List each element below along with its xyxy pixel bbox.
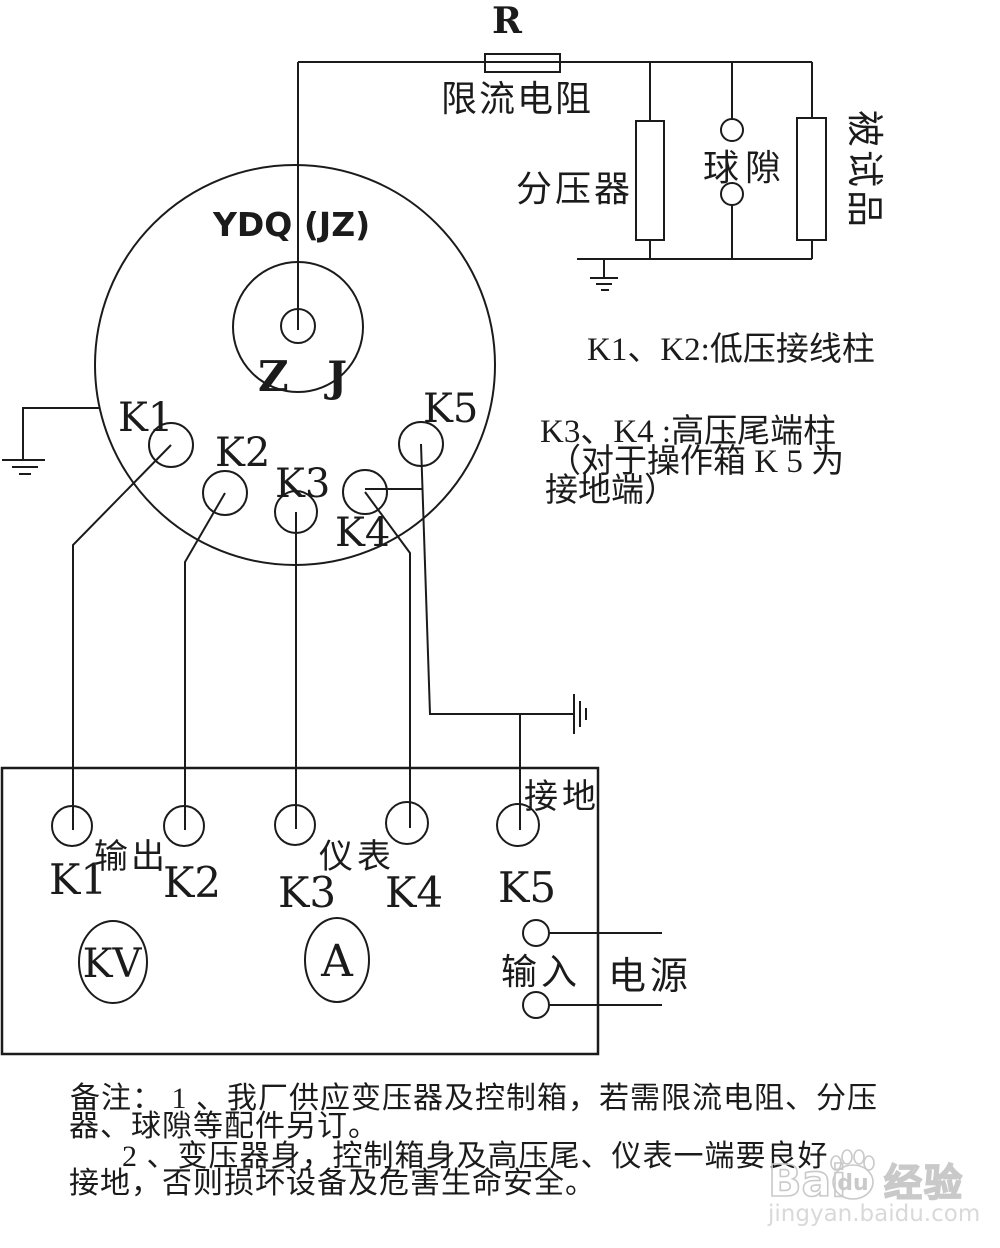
control-box	[0, 766, 600, 1056]
box-terminal-k2	[163, 805, 205, 847]
terminal-k1	[148, 422, 194, 468]
watermark-brand-left: Bai	[768, 1156, 846, 1207]
connection-wires	[2, 407, 587, 830]
notes-block: 备注： 1 、我厂供应变压器及控制箱，若需限流电阻、分压 器、球隙等配件另订。 …	[69, 1082, 878, 1200]
box-terminal-k4	[385, 801, 429, 845]
voltage-divider-label: 分压器	[516, 169, 633, 209]
limit-resistor-label: 限流电阻	[441, 79, 593, 119]
wire-k5-to-ground	[420, 443, 574, 715]
box-terminal-k1-label: K1	[49, 855, 107, 904]
output-label: 输出	[94, 838, 168, 876]
hv-circuit-wires	[297, 53, 827, 330]
wire-k1	[72, 444, 172, 830]
transformer-inner-circle	[232, 261, 364, 393]
annotation-high-voltage-2: （对于操作箱 K 5 为	[548, 443, 844, 480]
ammeter-label: A	[320, 936, 354, 987]
transformer-zj-label: Z J	[258, 352, 359, 401]
kv-meter-circle	[78, 920, 148, 1004]
terminal-k3-label: K3	[275, 461, 330, 507]
input-terminal-top	[522, 919, 550, 947]
transformer-bushing-circle	[280, 308, 316, 344]
box-terminal-k4-label: K4	[385, 868, 443, 917]
wire-k2	[184, 492, 226, 830]
box-terminal-k5-label: K5	[498, 863, 556, 912]
ammeter-circle	[304, 917, 370, 1003]
baidu-paw-icon	[830, 1149, 875, 1200]
left-ground-icon	[2, 459, 45, 475]
input-label: 输入	[501, 952, 581, 992]
terminal-k4-label: K4	[335, 510, 390, 556]
annotation-high-voltage-1: K3、K4 :高压尾端柱	[540, 413, 836, 450]
test-object-label: 被试品	[843, 110, 885, 230]
terminal-k1-label: K1	[118, 395, 173, 441]
ball-gap-label: 球隙	[703, 148, 787, 188]
k5-ground-icon	[573, 694, 587, 734]
control-box-terminals	[51, 801, 662, 1019]
voltage-divider-symbol	[635, 120, 665, 241]
box-terminal-k1	[51, 805, 93, 847]
limit-resistor-symbol	[484, 53, 561, 73]
watermark: Bai du 经验 jingyan.baidu.com	[767, 1149, 980, 1227]
watermark-suffix: 经验	[884, 1163, 964, 1205]
note-line-2: 器、球隙等配件另订。	[69, 1110, 379, 1143]
annotation-low-voltage: K1、K2:低压接线柱	[587, 331, 875, 368]
input-terminal-bottom	[522, 991, 550, 1019]
watermark-brand-right: du	[837, 1171, 868, 1196]
wire-k4	[364, 491, 411, 828]
terminal-k4	[342, 469, 388, 515]
box-terminal-k3-label: K3	[278, 868, 336, 917]
watermark-url: jingyan.baidu.com	[767, 1201, 980, 1227]
ball-gap-upper-ball	[720, 118, 744, 142]
annotation-high-voltage-3: 接地端）	[545, 472, 677, 509]
hv-ground-icon	[590, 277, 618, 291]
test-object-symbol	[796, 117, 827, 241]
meter-label: 仪表	[319, 838, 395, 876]
terminal-k5-label: K5	[423, 386, 478, 432]
box-terminal-k3	[274, 804, 316, 846]
kv-meter-label: KV	[83, 941, 143, 987]
control-box-outline	[0, 766, 600, 1056]
note-line-3: 2 、变压器身，控制箱身及高压尾、仪表一端要良好	[122, 1140, 829, 1173]
note-line-1: 备注： 1 、我厂供应变压器及控制箱，若需限流电阻、分压	[70, 1082, 878, 1115]
left-ground-wire	[22, 407, 100, 460]
ground-label: 接地	[524, 778, 600, 816]
note-line-4: 接地，否则损坏设备及危害生命安全。	[69, 1167, 596, 1200]
power-label: 电源	[608, 956, 692, 998]
terminal-k2-label: K2	[215, 430, 270, 476]
box-terminal-k2-label: K2	[163, 858, 221, 907]
transformer-model-label: YDQ (JZ)	[212, 205, 370, 244]
terminal-k2	[202, 470, 248, 516]
box-terminal-k5	[496, 803, 540, 847]
r-label: R	[492, 0, 523, 42]
